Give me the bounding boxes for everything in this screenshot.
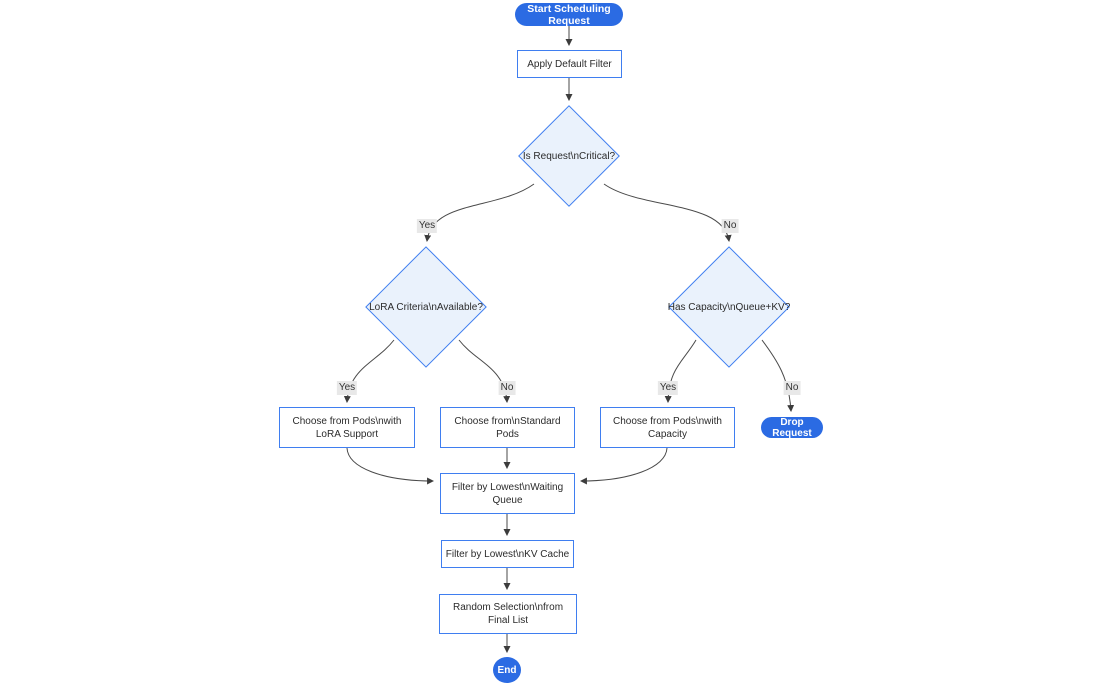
node-filter-waiting-queue-line1: Filter by Lowest\nWaiting (451, 481, 564, 493)
node-lora-criteria: LoRA Criteria\nAvailable? (365, 246, 487, 368)
node-random-selection: Random Selection\nfrom Final List (439, 594, 577, 634)
edge-label-lora-no: No (498, 381, 516, 395)
edge-label-critical-yes: Yes (416, 219, 438, 233)
node-choose-lora-pods: Choose from Pods\nwith LoRA Support (279, 407, 415, 448)
node-is-request-critical: Is Request\nCritical? (518, 105, 620, 207)
node-filter-kv-cache-label: Filter by Lowest\nKV Cache (445, 548, 570, 560)
edge-label-lora-yes: Yes (336, 381, 358, 395)
node-filter-waiting-queue-line2: Queue (492, 494, 523, 506)
node-random-selection-line2: Final List (487, 615, 528, 626)
node-end: End (493, 657, 521, 683)
edge-label-capacity-no: No (783, 381, 801, 395)
node-choose-lora-pods-line1: Choose from Pods\nwith (292, 415, 402, 427)
node-choose-standard-pods: Choose from\nStandard Pods (440, 407, 575, 448)
node-choose-standard-pods-line2: Pods (496, 428, 519, 440)
node-is-request-critical-label: Is Request\nCritical? (522, 150, 616, 162)
node-choose-capacity-pods-line2: Capacity (648, 428, 687, 440)
edge-chooselora-to-filterqueue (346, 447, 435, 485)
edge-choosecapacity-to-filterqueue (579, 447, 668, 485)
node-choose-lora-pods-line2: LoRA Support (315, 428, 379, 440)
edge-label-capacity-yes: Yes (657, 381, 679, 395)
node-apply-default-filter: Apply Default Filter (517, 50, 622, 78)
node-apply-default-filter-label: Apply Default Filter (527, 58, 612, 70)
node-lora-criteria-label: LoRA Criteria\nAvailable? (369, 301, 483, 313)
edge-critical-no-to-capacity (603, 183, 732, 243)
node-drop-request-label: Drop Request (772, 416, 812, 439)
node-start: Start Scheduling Request (515, 2, 623, 27)
node-filter-waiting-queue: Filter by Lowest\nWaiting Queue (440, 473, 575, 514)
node-filter-kv-cache: Filter by Lowest\nKV Cache (441, 540, 574, 568)
node-choose-standard-pods-line1: Choose from\nStandard (454, 415, 561, 427)
node-random-selection-line1: Random Selection\nfrom (452, 602, 564, 613)
node-choose-capacity-pods-line1: Choose from Pods\nwith (613, 415, 722, 427)
node-drop-request: Drop Request (761, 416, 823, 439)
edge-capacity-no-to-drop (761, 339, 795, 413)
node-start-label: Start Scheduling Request (527, 2, 611, 27)
edge-label-critical-no: No (721, 219, 739, 233)
node-has-capacity: Has Capacity\nQueue+KV? (668, 246, 790, 368)
node-choose-capacity-pods: Choose from Pods\nwith Capacity (600, 407, 735, 448)
node-end-label: End (497, 664, 517, 676)
node-has-capacity-label: Has Capacity\nQueue+KV? (667, 301, 791, 313)
